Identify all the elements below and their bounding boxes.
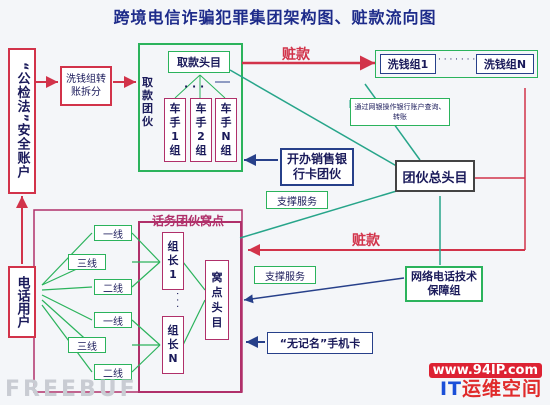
bank-card-label: 开办销售银行卡团伙 [286,152,347,181]
line3-a-label: 三线 [77,258,97,270]
launder-n-label: 洗钱组N [483,58,527,71]
support-service-1-label: 支撑服务 [277,196,317,208]
launder-split-box: 洗钱组转账拆分 [60,66,112,106]
group-leader-1-label: 组长1 [167,240,179,281]
launder-split-label: 洗钱组转账拆分 [66,74,106,98]
launder-n-box: 洗钱组N [476,54,534,74]
support-service-2-box: 支撑服务 [254,266,316,284]
link-boss-withdraw [229,69,401,169]
withdraw-leader-label: 取款头目 [177,56,221,69]
group-leader-n-label: 组长N [167,324,179,365]
anon-phone-box: “无记名”手机卡 [267,332,373,354]
bank-card-box: 开办销售银行卡团伙 [280,148,354,186]
line3-b-box: 三线 [68,337,106,353]
withdraw-team-frame [138,43,243,172]
line2-a-box: 二线 [94,279,132,295]
nest-title: 话务团伙窝点 [152,214,225,228]
driver-2-label: 车手2组 [195,102,207,157]
leader-dots: · · · [171,292,182,308]
withdraw-leader-box: 取款头目 [168,51,230,73]
nest-head-box: 窝点头目 [205,260,229,340]
group-leader-n-box: 组长N [162,316,184,374]
gang-boss-box: 团伙总头目 [395,160,475,192]
driver-dots: · · · [184,80,205,93]
support-service-1-box: 支撑服务 [266,191,328,209]
driver-n-box: 车手N组 [215,98,237,162]
brand-it: IT [439,378,462,400]
line3-b-label: 三线 [77,341,97,353]
launder-1-box: 洗钱组1 [380,54,436,74]
phone-user-label: 电话用户 [14,276,30,328]
driver-1-label: 车手1组 [169,102,181,157]
launder-frame [375,50,538,78]
driver-1-box: 车手1组 [164,98,186,162]
launder-dots: · · · · · · · · · · [438,55,493,65]
line2-a-label: 二线 [103,283,123,295]
line1-a-box: 一线 [94,225,132,241]
group-leader-1-box: 组长1 [162,232,184,290]
link-boss-nest [239,189,401,239]
brand-rest: 运维空间 [461,378,542,400]
launder-1-label: 洗钱组1 [387,58,429,71]
line1-a-label: 一线 [103,229,123,241]
nest-head-label: 窝点头目 [211,271,223,329]
gang-boss-label: 团伙总头目 [402,170,468,186]
arrow-network-support [243,277,405,304]
network-support-box: 网络电话技术保障组 [405,266,483,302]
phone-user-box: 电话用户 [8,266,36,338]
brand-watermark: IT运维空间 [440,374,542,401]
line3-a-box: 三线 [68,254,106,270]
page-title: 跨境电信诈骗犯罪集团架构图、赃款流向图 [113,8,437,27]
line2-b-label: 二线 [103,368,123,380]
online-bank-note-box: 通过网银操作银行账户查询、转账 [350,98,450,126]
online-bank-note-label: 通过网银操作银行账户查询、转账 [354,103,446,121]
driver-tree-lines [174,74,226,99]
stolen-money-2-label: 赃款 [352,233,380,249]
line2-b-box: 二线 [94,364,132,380]
withdraw-team-label: 取款团伙 [142,76,153,128]
driver-2-box: 车手2组 [190,98,212,162]
line1-b-box: 一线 [94,312,132,328]
site-watermark: www.94IP.com [428,363,542,378]
line1-b-label: 一线 [103,316,123,328]
network-support-label: 网络电话技术保障组 [411,270,477,297]
freebuf-watermark: FREEBUF [5,377,138,402]
driver-n-label: 车手N组 [220,102,232,157]
police-account-box: “公检法”安全账户 [8,48,36,194]
support-service-2-label: 支撑服务 [265,271,305,283]
anon-phone-label: “无记名”手机卡 [279,337,361,350]
stolen-money-1-label: 赃款 [282,47,310,63]
police-account-label: “公检法”安全账户 [14,62,30,180]
